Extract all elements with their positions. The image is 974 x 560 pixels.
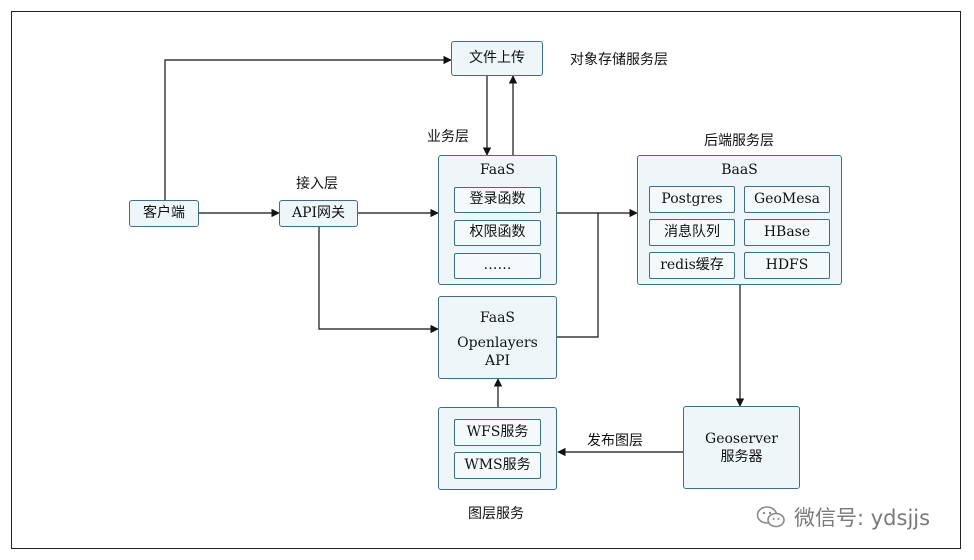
- wms-service-label: WMS服务: [464, 456, 531, 473]
- postgres-box: Postgres: [649, 186, 735, 213]
- redis-cache-label: redis缓存: [660, 256, 724, 273]
- file-upload-box: 文件上传: [451, 41, 543, 76]
- object-storage-layer-title: 对象存储服务层: [570, 52, 668, 68]
- diagram-frame: [11, 11, 961, 549]
- geomesa-box: GeoMesa: [744, 186, 830, 213]
- hbase-box: HBase: [744, 219, 830, 246]
- postgres-label: Postgres: [661, 190, 723, 207]
- message-queue-box: 消息队列: [649, 219, 735, 246]
- hdfs-label: HDFS: [765, 256, 809, 273]
- line-ol-to-baas: [557, 213, 599, 338]
- geoserver-line1: Geoserver: [705, 431, 778, 447]
- wechat-icon: [756, 505, 786, 529]
- file-upload-label: 文件上传: [469, 49, 525, 66]
- redis-cache-box: redis缓存: [649, 252, 735, 279]
- api-gateway-label: API网关: [291, 204, 346, 221]
- geoserver-box: Geoserver 服务器: [683, 406, 800, 489]
- wechat-watermark: 微信号: ydsjjs: [756, 502, 930, 532]
- api-gateway-box: API网关: [279, 200, 358, 227]
- openlayers-line: Openlayers: [457, 335, 538, 351]
- baas-container: BaaS Postgres GeoMesa 消息队列 HBase redis缓存…: [637, 155, 842, 285]
- layer-service-container: WFS服务 WMS服务: [438, 407, 557, 490]
- wfs-service-box: WFS服务: [454, 419, 541, 446]
- arrow-client-to-upload: [164, 55, 452, 200]
- client-label: 客户端: [143, 204, 185, 221]
- layer-service-title: 图层服务: [468, 506, 524, 522]
- faas-openlayers-box: FaaS Openlayers API: [438, 296, 557, 379]
- wfs-service-label: WFS服务: [466, 423, 529, 440]
- faas-ol-title: FaaS: [479, 310, 516, 326]
- message-queue-label: 消息队列: [664, 223, 720, 240]
- geomesa-label: GeoMesa: [753, 190, 821, 207]
- hdfs-box: HDFS: [744, 252, 830, 279]
- more-functions-box: ……: [454, 253, 541, 279]
- permission-function-label: 权限函数: [469, 224, 526, 241]
- faas-title: FaaS: [479, 162, 516, 178]
- faas-functions-container: FaaS 登录函数 权限函数 ……: [438, 155, 557, 285]
- business-layer-title: 业务层: [427, 129, 469, 145]
- permission-function-box: 权限函数: [454, 220, 541, 246]
- wms-service-box: WMS服务: [454, 452, 541, 479]
- api-line: API: [484, 353, 511, 369]
- access-layer-title: 接入层: [296, 176, 338, 192]
- geoserver-line2: 服务器: [720, 449, 763, 465]
- more-functions-label: ……: [483, 257, 512, 274]
- backend-layer-title: 后端服务层: [704, 133, 774, 149]
- arrow-gateway-to-faas-ol: [318, 227, 439, 334]
- client-box: 客户端: [129, 200, 199, 227]
- baas-title: BaaS: [721, 162, 758, 178]
- publish-layer-label: 发布图层: [587, 433, 643, 449]
- hbase-label: HBase: [763, 223, 811, 240]
- login-function-label: 登录函数: [469, 191, 526, 208]
- login-function-box: 登录函数: [454, 187, 541, 213]
- watermark-text: 微信号: ydsjjs: [794, 506, 931, 530]
